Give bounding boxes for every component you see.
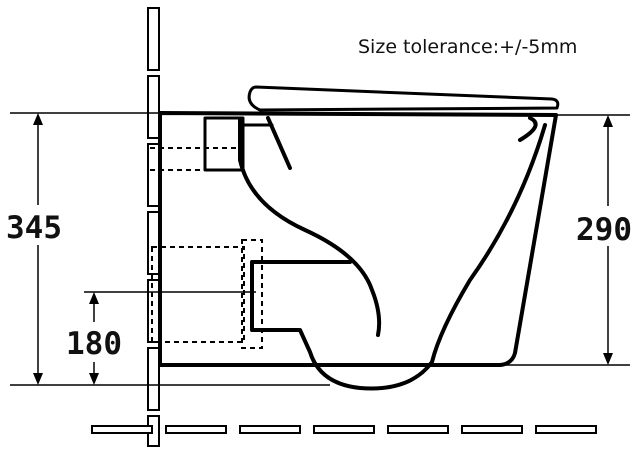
floor — [91, 425, 597, 434]
bowl-height-label: 290 — [576, 212, 632, 248]
outlet-pipe — [151, 239, 263, 349]
dimension-outlet-height — [62, 291, 256, 385]
bowl-inner-rim — [250, 116, 547, 391]
outlet-height-label: 180 — [66, 326, 122, 362]
tolerance-note: Size tolerance:+/-5mm — [358, 36, 577, 58]
dimension-bowl-height — [505, 114, 642, 366]
bowl-body — [158, 111, 558, 367]
dimension-total-height — [4, 112, 330, 386]
total-height-label: 345 — [6, 210, 62, 246]
trapway-curve — [238, 116, 382, 337]
inlet-pipe — [150, 116, 274, 172]
seat-lid — [247, 85, 560, 112]
wall — [147, 7, 160, 447]
